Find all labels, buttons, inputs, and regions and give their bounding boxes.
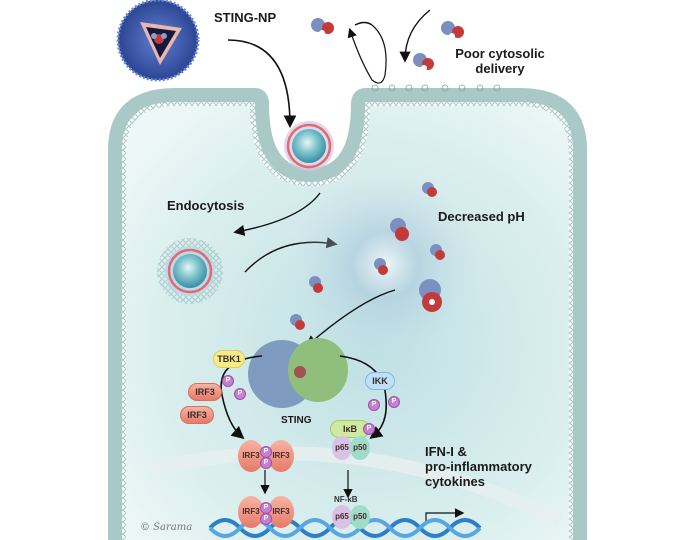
- irf3-dimer-left: IRF3: [238, 440, 264, 472]
- poor-delivery-line2: delivery: [475, 61, 525, 76]
- phospho-icon: P: [260, 446, 272, 458]
- phospho-icon: P: [260, 513, 272, 525]
- transcription-arrow: [425, 508, 465, 522]
- decreased-ph-label: Decreased pH: [438, 209, 525, 224]
- p50-cytoplasm: p50: [350, 436, 370, 460]
- output-line1: IFN-I &: [425, 444, 467, 459]
- ikk-arrow: [339, 355, 388, 439]
- endosome: [157, 238, 223, 304]
- nfkb-label: NF-κB: [334, 495, 358, 504]
- endocytosis-label: Endocytosis: [167, 198, 245, 213]
- free-cdn-molecule-1: [311, 18, 334, 36]
- released-molecules: [290, 182, 445, 330]
- p50-nuclear: p50: [350, 505, 370, 529]
- artist-signature: © Sarama: [140, 522, 193, 533]
- irf3-badge-2: IRF3: [180, 406, 214, 424]
- phospho-icon: P: [222, 375, 234, 387]
- irf3-nuclear-right: IRF3: [268, 496, 294, 528]
- irf3-nuclear-left: IRF3: [238, 496, 264, 528]
- endocytic-vesicle-top: [284, 121, 334, 171]
- phospho-icon: P: [388, 396, 400, 408]
- phospho-icon: P: [260, 457, 272, 469]
- free-cdn-molecule-2: [441, 21, 464, 39]
- output-label: IFN-I & pro-inflammatory cytokines: [425, 444, 532, 489]
- poor-delivery-label: Poor cytosolic delivery: [440, 46, 560, 76]
- sting-label: STING: [281, 415, 312, 426]
- ikk-badge: IKK: [365, 372, 395, 390]
- phospho-icon: P: [368, 399, 380, 411]
- irf3-dimer-right: IRF3: [268, 440, 294, 472]
- output-line2: pro-inflammatory: [425, 459, 532, 474]
- output-line3: cytokines: [425, 474, 485, 489]
- poor-delivery-line1: Poor cytosolic: [455, 46, 545, 61]
- p65-nuclear: p65: [332, 505, 352, 529]
- phospho-icon: P: [363, 423, 375, 435]
- sting-np-label: STING-NP: [214, 10, 277, 25]
- irf3-badge-1: IRF3: [188, 383, 222, 401]
- surface-charges: [371, 84, 501, 92]
- sting-nanoparticle: [116, 0, 200, 82]
- p65-cytoplasm: p65: [332, 436, 352, 460]
- free-cdn-molecule-3: [413, 53, 434, 71]
- phospho-icon: P: [234, 388, 246, 400]
- sting-dimer: [248, 338, 348, 408]
- tbk1-badge: TBK1: [213, 350, 245, 368]
